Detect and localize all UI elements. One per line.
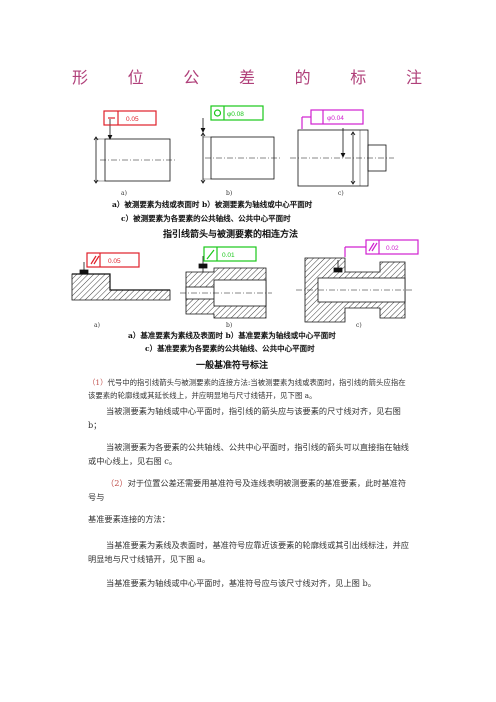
paragraph-1: （1）代号中的指引线箭头与被测要素的连接方法:当被测要素为线或表面时，指引线的箭…: [88, 376, 410, 402]
figure1-caption-line2: c）被测要素为各要素的公共轴线、公共中心平面时: [121, 214, 291, 223]
figure1-b-frame: [210, 105, 264, 121]
figure2-c-frame: [344, 239, 419, 257]
figure2-label-a: a): [94, 322, 100, 329]
figure2-b-frame: [203, 246, 257, 262]
figure2-label-b: b): [226, 322, 233, 329]
figure2-caption-title: 一般基准符号标注: [196, 361, 269, 371]
figure1-label-c: c): [338, 190, 344, 197]
title-char: 公: [183, 68, 200, 87]
figure1-a: [93, 119, 175, 184]
paragraph-1-text: 代号中的指引线箭头与被测要素的连接方法:当被测要素为线或表面时，指引线的箭头应指…: [88, 378, 406, 400]
figure2-label-c: c): [356, 322, 362, 329]
figure2-b: [180, 256, 272, 319]
figure1-c: [290, 128, 394, 187]
figure1-label-a: a): [121, 190, 127, 197]
paragraph-4-number: （2）: [106, 478, 128, 488]
paragraph-1-number: （1）: [88, 378, 108, 387]
figure1-a-frame: [103, 110, 157, 126]
figure1-label-b: b): [226, 190, 233, 197]
paragraph-7: 当基准要素为轴线或中心平面时，基准符号应与该尺寸线对齐，见上图 b。: [106, 578, 376, 588]
figure1-caption-title: 指引线箭头与被测要素的相连方法: [163, 230, 299, 240]
figure2-caption-line2: c）基准要素为各要素的公共轴线、公共中心平面时: [145, 344, 315, 353]
title-char: 注: [405, 68, 422, 87]
title-char: 的: [294, 68, 311, 87]
figure-leader-arrows: 0.05 φ0.08 φ0.04: [93, 105, 394, 187]
figure2-a-frame: [86, 252, 140, 268]
paragraph-3: 当被测要素为各要素的公共轴线、公共中心平面时，指引线的箭头可以直接指在轴线或中心…: [88, 442, 409, 466]
figure2-caption-line1: a）基准要素为素线及表面时 b）基准要素为轴线或中心平面时: [128, 331, 336, 340]
paragraph-5: 基准要素连接的方法：: [88, 514, 170, 524]
figure1-b-value: φ0.08: [227, 111, 244, 118]
figure1-b: [200, 118, 280, 184]
page-title: 形 位 公 差 的 标 注: [72, 64, 422, 88]
figure2-a: [71, 262, 171, 301]
figure2-c-value: 0.02: [386, 245, 399, 252]
title-char: 差: [238, 68, 255, 87]
figure1-caption-line1: a）被测要素为线或表面时 b）被测要素为轴线或中心平面时: [112, 200, 313, 209]
figure2-c: [296, 257, 412, 323]
figure-datum-symbols: 0.05 0.01 0.02: [71, 239, 419, 323]
title-char: 位: [127, 68, 144, 87]
paragraph-2: 当被测要素为轴线或中心平面时，指引线的箭头应与该要素的尺寸线对齐，见右图 b；: [88, 406, 401, 430]
figure2-a-value: 0.05: [108, 258, 121, 265]
title-char: 形: [72, 68, 89, 87]
figure1-c-value: φ0.04: [327, 115, 344, 122]
paragraph-6: 当基准要素为素线及表面时，基准符号应靠近该要素的轮廓线或其引出线标注，并应明显地…: [88, 540, 409, 564]
figure1-a-value: 0.05: [126, 116, 139, 123]
paragraph-4: （2）对于位置公差还需要用基准符号及连线表明被测要素的基准要素，此时基准符号与: [88, 476, 410, 504]
figure1-c-frame: [301, 109, 364, 129]
figure2-b-value: 0.01: [222, 252, 235, 259]
title-char: 标: [350, 68, 367, 87]
paragraph-4-text: 对于位置公差还需要用基准符号及连线表明被测要素的基准要素，此时基准符号与: [88, 478, 407, 502]
